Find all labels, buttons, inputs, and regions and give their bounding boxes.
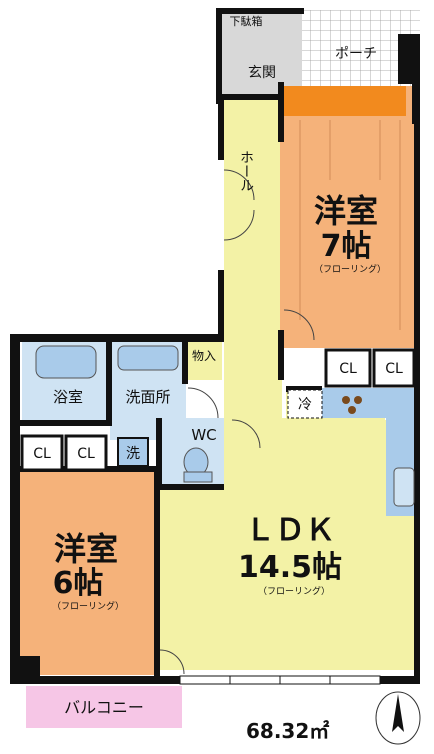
washroom-label: 洗面所 bbox=[125, 388, 170, 406]
ldk-floor: （フローリング） bbox=[258, 585, 330, 597]
door-swings bbox=[159, 169, 315, 675]
western-7-name: 洋室 bbox=[314, 192, 378, 230]
western-7-size: 7帖 bbox=[321, 229, 372, 264]
entrance-floor bbox=[218, 10, 302, 98]
hall-label: ホール bbox=[238, 150, 254, 192]
stove bbox=[342, 396, 362, 414]
shoe-box-label: 下駄箱 bbox=[230, 14, 263, 28]
hall-floor bbox=[224, 100, 282, 420]
washer-box bbox=[117, 437, 149, 467]
bathtub bbox=[35, 345, 97, 379]
western-room-6-floor bbox=[18, 470, 158, 675]
washer-label: 洗 bbox=[126, 446, 140, 462]
storage-label: 物入 bbox=[192, 349, 216, 363]
washbasin bbox=[117, 345, 179, 371]
closet-western-6 bbox=[20, 434, 108, 472]
balcony-floor bbox=[26, 686, 182, 728]
western-6-name: 洋室 bbox=[54, 530, 118, 568]
entrance-label: 玄関 bbox=[248, 64, 276, 81]
western-room-7-floor bbox=[280, 86, 418, 348]
ldk-windows bbox=[179, 675, 381, 685]
bath-label: 浴室 bbox=[53, 388, 83, 406]
closet-label: CL bbox=[33, 446, 51, 462]
closet-label: CL bbox=[385, 361, 403, 377]
fridge-box bbox=[287, 389, 323, 419]
storage-floor bbox=[186, 340, 222, 380]
closet-label: CL bbox=[77, 446, 95, 462]
fridge-label: 冷 bbox=[298, 397, 312, 413]
wc-label: WC bbox=[191, 426, 216, 444]
western-7-floor: （フローリング） bbox=[314, 263, 386, 275]
western-room-7-accent bbox=[280, 86, 406, 116]
western-7-texture bbox=[299, 120, 401, 330]
ldk-floor bbox=[160, 390, 418, 670]
western-6-floor: （フローリング） bbox=[52, 600, 124, 612]
north-arrow-icon bbox=[375, 691, 421, 745]
porch-label: ポーチ bbox=[335, 46, 377, 62]
closet-western-7 bbox=[324, 348, 416, 388]
western-6-size: 6帖 bbox=[53, 566, 104, 601]
toilet-tank bbox=[183, 471, 213, 483]
ldk-size: 14.5帖 bbox=[238, 550, 342, 585]
closet-label: CL bbox=[339, 361, 357, 377]
total-area: 68.32㎡ bbox=[246, 719, 329, 743]
kitchen-sink bbox=[393, 467, 415, 507]
balcony-label: バルコニー bbox=[64, 698, 144, 717]
ldk-name: ＬＤＫ bbox=[245, 513, 335, 548]
